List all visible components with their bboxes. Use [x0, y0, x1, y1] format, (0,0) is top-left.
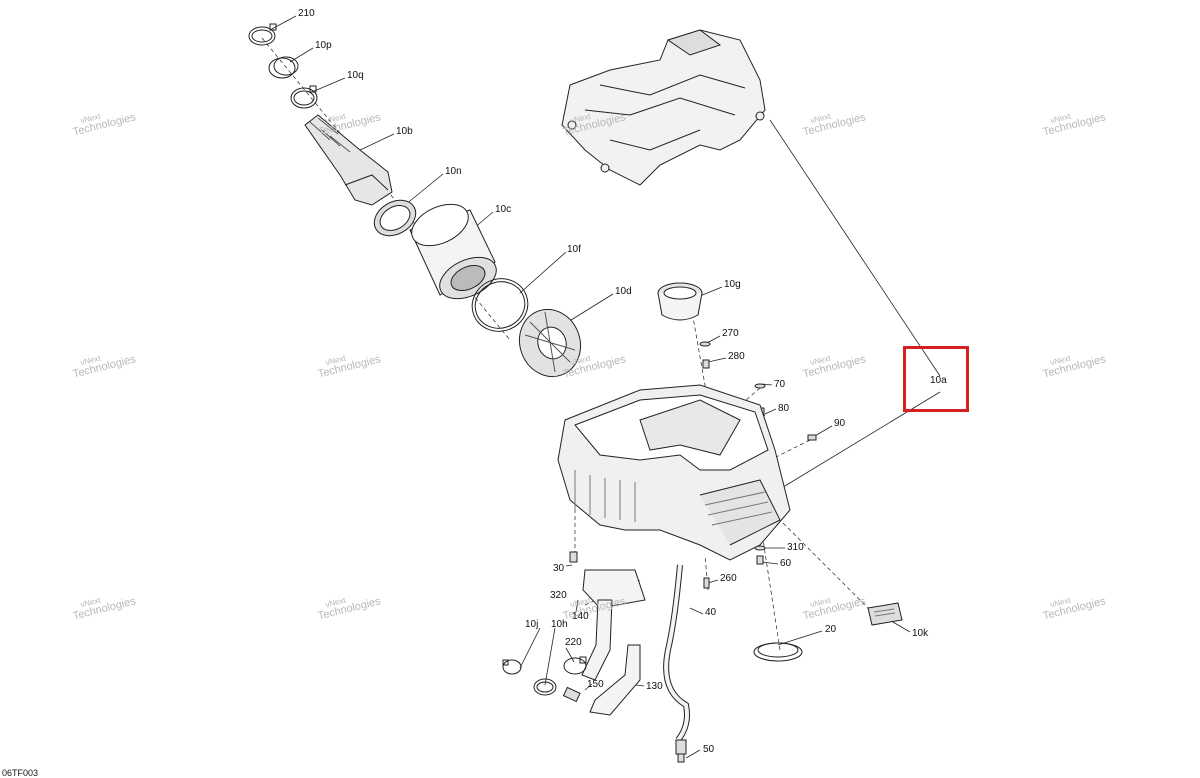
callout-10d[interactable]: 10d: [615, 286, 632, 297]
seal-ring-10n: [373, 199, 417, 237]
callout-30[interactable]: 30: [553, 563, 565, 574]
fitting-150: [562, 686, 581, 703]
valve-50: [675, 739, 687, 763]
drawing-code: 06TF003: [2, 768, 39, 778]
callout-80[interactable]: 80: [778, 403, 790, 414]
ring-20: [753, 642, 803, 662]
lower-housing: [557, 384, 791, 561]
callout-310[interactable]: 310: [787, 542, 804, 553]
callout-70[interactable]: 70: [774, 379, 786, 390]
callout-140[interactable]: 140: [572, 611, 589, 622]
filter-element-10c: [409, 203, 497, 300]
callout-10p[interactable]: 10p: [315, 40, 332, 51]
callout-40[interactable]: 40: [705, 607, 717, 618]
duct-10g: [657, 282, 703, 321]
callout-10c[interactable]: 10c: [495, 204, 512, 215]
hose-140: [581, 599, 613, 681]
callout-270[interactable]: 270: [722, 328, 739, 339]
callout-20[interactable]: 20: [825, 624, 837, 635]
callout-10f[interactable]: 10f: [567, 244, 581, 255]
callout-150[interactable]: 150: [587, 679, 604, 690]
callout-10n[interactable]: 10n: [445, 166, 462, 177]
callout-50[interactable]: 50: [703, 744, 715, 755]
callout-210[interactable]: 210: [298, 8, 315, 19]
callout-10g[interactable]: 10g: [724, 279, 741, 290]
clamp-220: [563, 656, 587, 675]
callout-260[interactable]: 260: [720, 573, 737, 584]
callout-60[interactable]: 60: [780, 558, 792, 569]
highlight-box: [903, 346, 969, 412]
callout-280[interactable]: 280: [728, 351, 745, 362]
callout-90[interactable]: 90: [834, 418, 846, 429]
callout-130[interactable]: 130: [646, 681, 663, 692]
ring-10p: [268, 56, 299, 79]
callout-10k[interactable]: 10k: [912, 628, 929, 639]
callout-10h[interactable]: 10h: [551, 619, 568, 630]
bracket-320: [582, 569, 646, 609]
cover-10d: [519, 308, 581, 378]
hose-130: [589, 644, 641, 716]
callout-220[interactable]: 220: [565, 637, 582, 648]
callout-320[interactable]: 320: [550, 590, 567, 601]
clamp-210: [248, 23, 277, 46]
intake-hose-10b: [304, 114, 393, 206]
clamp-10q: [290, 85, 318, 109]
callout-10j[interactable]: 10j: [525, 619, 539, 630]
tube-40: [663, 564, 690, 742]
clamp-10j: [502, 659, 522, 675]
callout-10a[interactable]: 10a: [930, 375, 947, 386]
o-ring-10f: [471, 278, 529, 332]
clamp-10h: [533, 678, 557, 696]
label-10k: [867, 602, 903, 626]
callout-10b[interactable]: 10b: [396, 126, 413, 137]
upper-housing: [561, 29, 766, 186]
callout-10q[interactable]: 10q: [347, 70, 364, 81]
